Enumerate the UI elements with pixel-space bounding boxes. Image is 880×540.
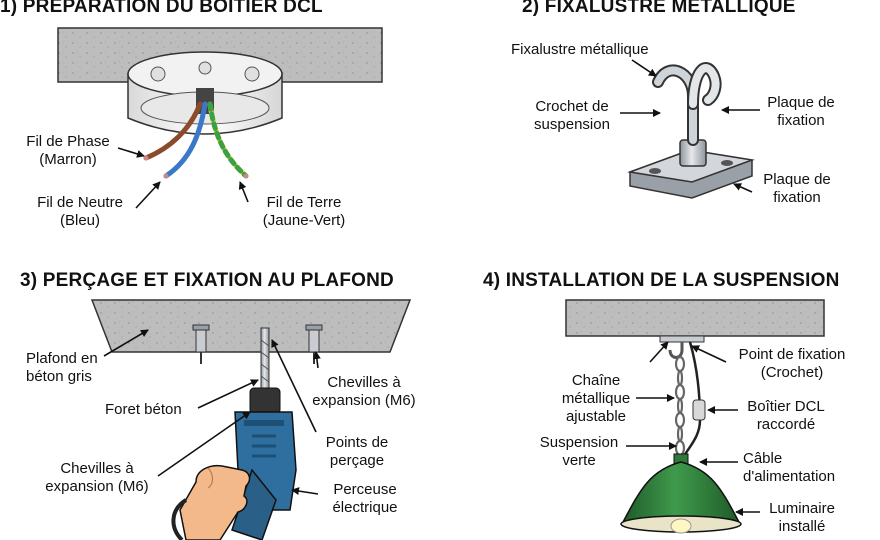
label-foret: Foret béton — [105, 401, 182, 418]
ceiling-slab-4 — [565, 299, 825, 337]
wire-phase — [143, 101, 203, 161]
arrow-points — [271, 339, 317, 433]
arrow-point-fixation — [649, 341, 669, 363]
wire-earth-stripe — [207, 101, 249, 179]
label-point-fixation: Point de fixation(Crochet) — [738, 346, 846, 381]
section3-title: 3) PERÇAGE ET FIXATION AU PLAFOND — [20, 270, 394, 291]
section2-artwork — [620, 59, 760, 199]
label-fixalustre: Fixalustre métallique — [511, 41, 649, 58]
arrow-earth — [238, 181, 249, 203]
section3-artwork — [90, 299, 412, 540]
knockout-right — [244, 66, 260, 82]
section1-title: 1) PRÉPARATION DU BOÎTIER DCL — [0, 0, 323, 17]
ceiling-hook — [668, 342, 684, 359]
label-neutral-wire: Fil de Neutre(Bleu) — [37, 194, 123, 229]
power-cord — [171, 498, 188, 540]
hand — [179, 464, 251, 540]
arrow-chevilles-right — [312, 351, 321, 369]
anchor-left — [192, 324, 210, 364]
arrow-perceuse — [291, 487, 319, 496]
arrow-plaque-bottom — [733, 183, 753, 193]
label-earth-wire: Fil de Terre(Jaune-Vert) — [262, 194, 346, 229]
wire-neutral — [163, 101, 208, 179]
chain — [674, 355, 686, 457]
section2-title: 2) FIXALUSTRE MÉTALLIQUE — [522, 0, 796, 17]
lamp-shade — [620, 461, 742, 525]
section1-artwork — [57, 27, 383, 209]
arrow-fixalustre — [631, 59, 657, 77]
power-cable — [682, 341, 702, 457]
electric-drill — [225, 387, 297, 540]
arrow-point-fixation-2 — [691, 345, 727, 363]
hook-loop — [689, 64, 720, 108]
arrow-phase — [117, 147, 145, 158]
bulb — [670, 518, 692, 534]
arrow-plafond — [103, 329, 149, 357]
ceiling-plate — [659, 335, 705, 343]
section4-artwork — [565, 299, 825, 534]
arrow-chevilles-left — [157, 411, 251, 477]
arrow-foret — [197, 379, 259, 409]
dcl-connector — [692, 399, 706, 421]
ceiling-slab-3 — [90, 299, 412, 353]
knockout-center — [198, 61, 212, 75]
label-phase-wire: Fil de Phase(Marron) — [26, 133, 110, 168]
section4-title: 4) INSTALLATION DE LA SUSPENSION — [483, 270, 840, 291]
knockout-left — [150, 66, 166, 82]
arrow-neutral — [135, 181, 161, 209]
